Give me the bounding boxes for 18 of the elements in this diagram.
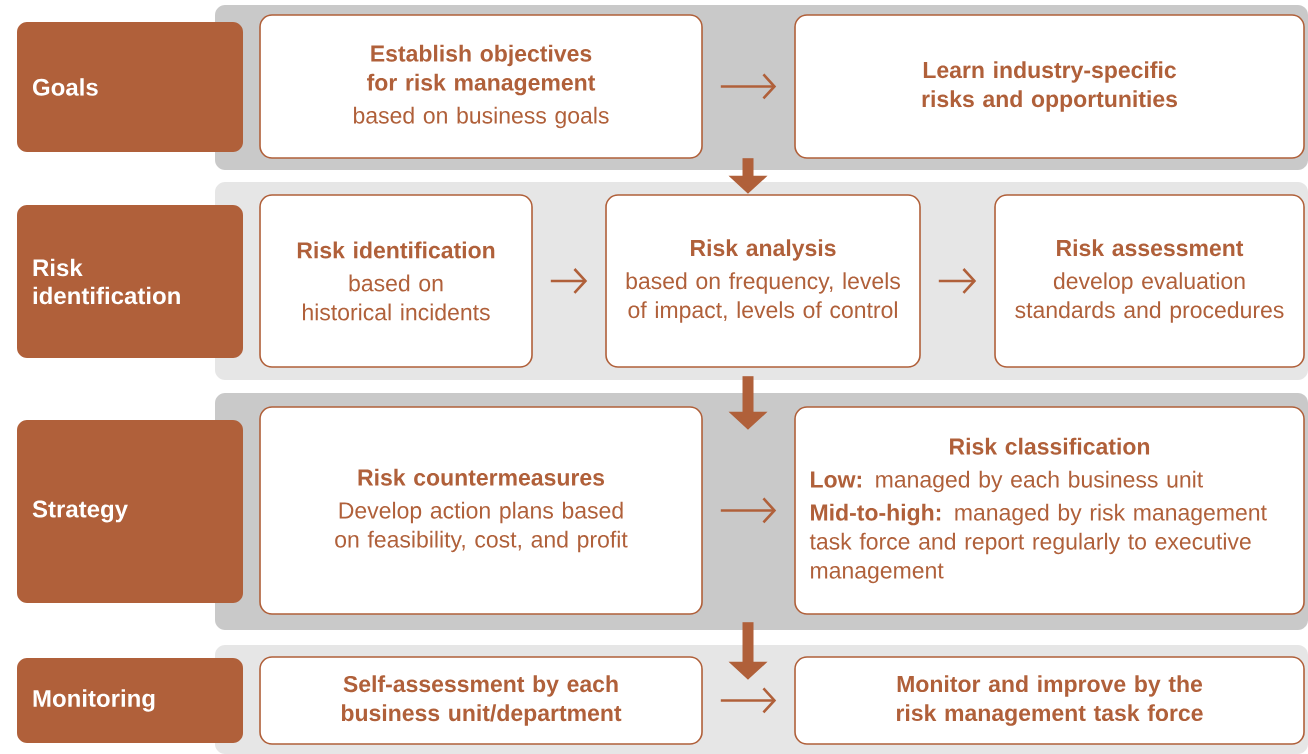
arrow	[550, 268, 588, 294]
process-box: Risk assessment develop evaluation standards and procedures	[994, 194, 1305, 368]
process-box: Self-assessment by each business unit/department	[259, 656, 703, 745]
process-box: Learn industry-specific risks and opportunities	[794, 14, 1305, 159]
process-box: Establish objectives for risk management based on business goals	[259, 14, 703, 159]
arrow	[720, 497, 777, 524]
arrow	[938, 268, 977, 294]
process-box: Risk analysis based on frequency, levels of impact, levels of control	[605, 194, 921, 368]
arrow	[720, 687, 777, 714]
process-box: Risk identification based on historical incidents	[259, 194, 533, 368]
stage-label: Monitoring	[17, 658, 243, 743]
arrow	[720, 73, 777, 100]
process-box: Risk countermeasures Develop action plans based on feasibility, cost, and profit	[259, 406, 703, 615]
stage-label: Risk identification	[17, 205, 243, 358]
stage-label: Goals	[17, 22, 243, 152]
stage-label: Strategy	[17, 420, 243, 603]
process-box: Monitor and improve by the risk management task force	[794, 656, 1305, 745]
process-box: Risk classification Low: managed by each business unit Mid-to-high: managed by risk management task force and report regularly to executive management	[794, 406, 1305, 615]
